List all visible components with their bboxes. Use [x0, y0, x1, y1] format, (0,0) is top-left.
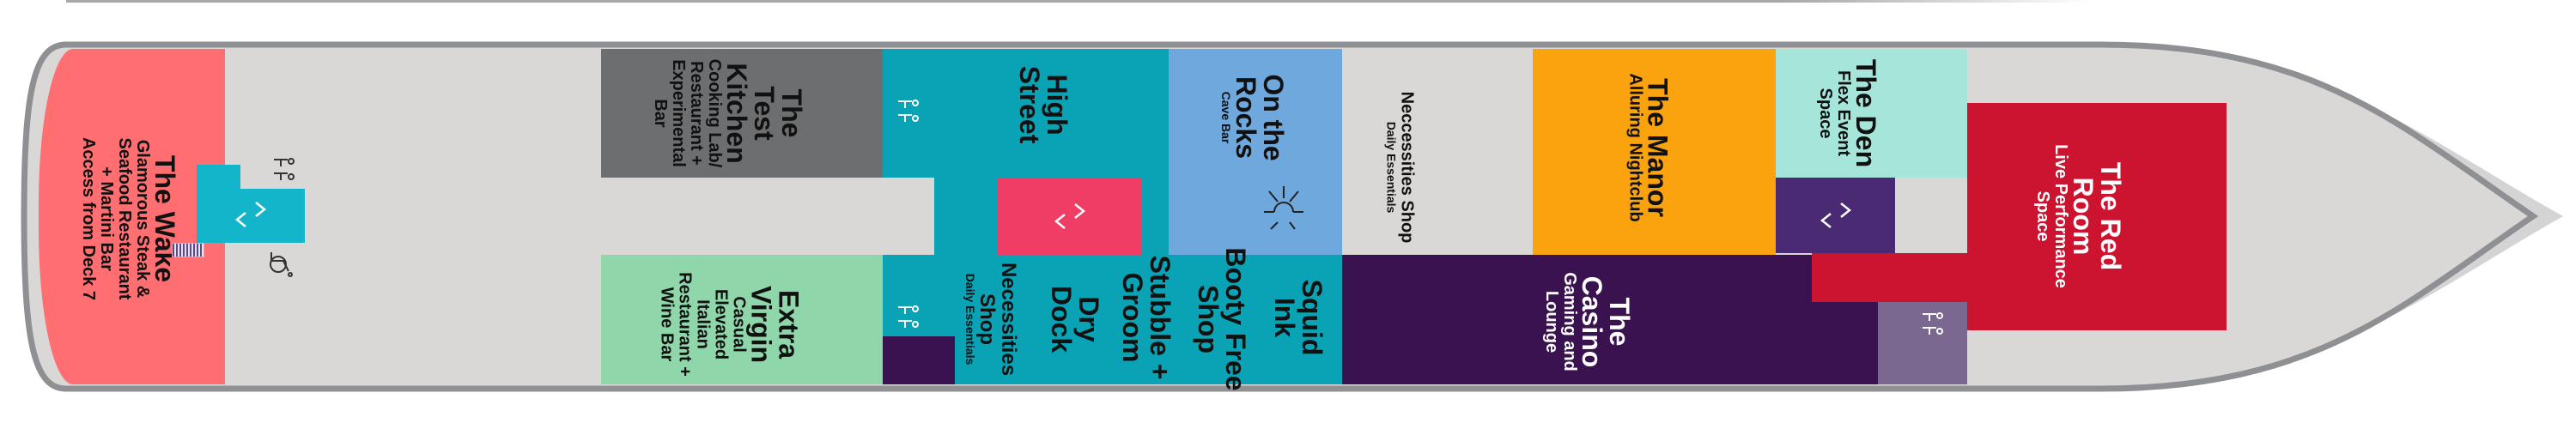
elevator-icon	[1820, 202, 1852, 228]
venue-on-the-rocks[interactable]	[1169, 49, 1342, 255]
necessities-shop-bottom-label[interactable]: Necessities Shop Daily Essentials	[963, 262, 1021, 377]
the-red-room-label: The Red Room Live Performance Space	[2033, 144, 2126, 288]
necessities-shop-top-label: Neccessities Shop Daily Essentials	[1384, 91, 1417, 244]
extra-virgin-label: Extra Virgin Casual Elevated Italian Res…	[657, 272, 805, 377]
venue-extra-virgin[interactable]	[601, 255, 883, 384]
on-the-rocks-label: On the Rocks Cave Bar	[1219, 74, 1289, 161]
casino-extension	[1812, 302, 1878, 384]
venue-the-casino[interactable]	[1342, 255, 1821, 384]
restroom-icon	[898, 100, 919, 122]
the-den-label: The Den Flex Event Space	[1816, 58, 1881, 168]
the-wake-label: The Wake Glamorous Steak & Seafood Resta…	[79, 136, 180, 301]
venue-the-manor[interactable]	[1533, 49, 1776, 255]
the-manor-label: The Manor Alluring Nightclub	[1625, 73, 1674, 222]
elevator-mid[interactable]	[997, 178, 1142, 255]
stubble-groom-label[interactable]: Stubble + Groom	[1117, 255, 1176, 380]
red-room-extension	[1812, 253, 1967, 302]
squid-ink-label[interactable]: Squid Ink	[1269, 279, 1327, 356]
top-rule	[66, 0, 2093, 3]
elevator-aft-lobby	[197, 189, 305, 243]
restroom-icon	[274, 158, 295, 180]
dry-dock-label[interactable]: Dry Dock	[1046, 285, 1104, 353]
test-kitchen-label: The Test Kitchen Cooking Lab/ Restaurant…	[651, 58, 807, 168]
accessible-icon	[270, 252, 293, 277]
high-street-label: High Street	[1014, 65, 1072, 144]
venue-the-den[interactable]	[1776, 49, 1967, 178]
elevator-icon	[234, 202, 267, 227]
restroom-icon	[898, 305, 919, 328]
venue-the-wake[interactable]	[39, 49, 225, 384]
restroom-icon	[1923, 312, 1943, 335]
shops-bottom	[883, 255, 1342, 384]
venue-the-red-room[interactable]	[1967, 103, 2227, 330]
the-casino-label: The Casino Gaming and Lounge	[1542, 272, 1635, 372]
high-street-mid-right	[1142, 178, 1169, 255]
venue-high-street[interactable]	[883, 49, 1169, 178]
elevator-icon	[1054, 203, 1086, 229]
booty-free-shop-label[interactable]: Booty Free Shop	[1193, 247, 1251, 391]
venue-the-test-kitchen[interactable]	[601, 49, 883, 178]
light-icon	[1264, 186, 1303, 230]
restroom-forward[interactable]	[1878, 302, 1967, 384]
stairs-icon	[172, 243, 204, 257]
elevator-forward[interactable]	[1776, 178, 1895, 253]
storage-bottom	[883, 336, 955, 384]
high-street-mid-left	[934, 178, 997, 255]
